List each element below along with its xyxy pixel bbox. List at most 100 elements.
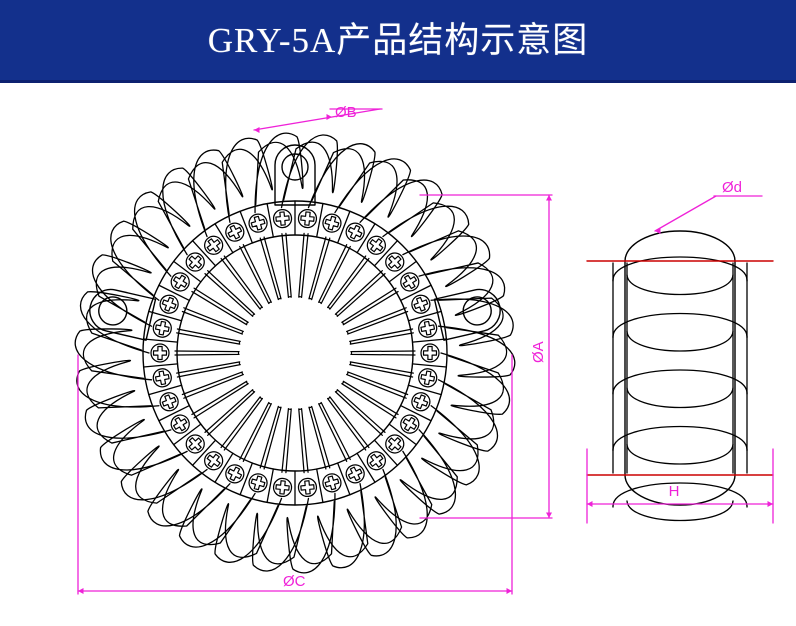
clamp-screw — [411, 294, 431, 314]
dimension-arrow-h-left — [587, 501, 593, 507]
wire-loop — [221, 137, 274, 223]
clamp-segment-divider — [373, 439, 399, 466]
wire-loop — [157, 167, 216, 256]
wire-loop — [286, 492, 336, 574]
inner-prongs — [174, 232, 416, 474]
lug-top — [274, 144, 316, 206]
screw-head-circle — [204, 451, 224, 471]
leader-line-b — [253, 108, 381, 131]
inner-prong — [176, 361, 241, 378]
screw-cross-slot — [161, 394, 177, 410]
dimension-arrow-a-top — [546, 195, 552, 201]
coil-ring-front — [612, 425, 748, 452]
dimension-label-diameter-b: ØB — [335, 104, 357, 121]
screw-cross-slot — [275, 211, 290, 226]
wire-loop — [418, 262, 506, 317]
wire-loop — [440, 352, 511, 415]
inner-prong — [204, 389, 256, 436]
lug-top-hole — [281, 153, 309, 181]
inner-prong — [308, 236, 331, 301]
screw-head-circle — [225, 222, 245, 242]
screw-head-circle — [170, 272, 190, 292]
screw-head-circle — [152, 318, 172, 338]
clamp-segment-divider — [336, 210, 351, 244]
inner-prong — [298, 407, 309, 474]
screw-cross-slot — [227, 466, 243, 482]
wire-loop — [421, 405, 480, 486]
lug-left-body — [89, 288, 157, 341]
clamp-screw — [366, 235, 386, 255]
clamp-segment-divider — [266, 468, 274, 504]
clamp-ring-outer-edge — [142, 200, 448, 506]
screw-cross-slot — [422, 345, 438, 361]
front-view — [74, 132, 516, 574]
inner-prong — [318, 401, 351, 462]
inner-prong — [346, 307, 409, 335]
lug-right-body — [433, 288, 501, 341]
screw-head-circle — [150, 343, 170, 363]
clamp-screw — [159, 294, 179, 314]
wire-loop — [99, 418, 188, 476]
screw-cross-slot — [173, 416, 188, 432]
screw-head-circle — [420, 343, 440, 363]
screw-head-circle — [204, 235, 224, 255]
clamp-segment-divider — [407, 310, 442, 322]
screw-head-circle — [248, 213, 268, 233]
mounting-lugs — [89, 144, 501, 341]
dimension-diameter-b — [253, 108, 383, 133]
wire-loop — [178, 488, 256, 548]
clamp-screw — [345, 222, 365, 242]
clamp-segment-divider — [148, 384, 183, 396]
screw-head-circle — [159, 392, 179, 412]
clamp-screw — [297, 208, 318, 229]
inner-prong — [220, 396, 264, 451]
screw-cross-slot — [206, 238, 221, 253]
clamp-segment-divider — [158, 404, 191, 422]
wire-loop — [316, 483, 369, 569]
lug-left — [89, 288, 157, 341]
leader-line-d — [654, 195, 717, 232]
clamp-screw — [204, 235, 224, 255]
screw-head-circle — [297, 477, 318, 498]
wire-loop — [214, 497, 283, 563]
clamp-segment-divider — [411, 363, 448, 368]
inner-prong — [308, 405, 331, 470]
screw-cross-slot — [173, 274, 188, 290]
screw-cross-slot — [154, 320, 170, 336]
clamp-screw — [185, 434, 205, 454]
side-view — [586, 230, 774, 522]
dimension-label-diameter-a: ØA — [530, 341, 547, 363]
outer-wire-loops — [74, 132, 516, 574]
wire-loop — [430, 297, 514, 347]
screw-head-circle — [272, 477, 293, 498]
screw-cross-slot — [188, 437, 203, 451]
dimension-diameter-h — [586, 448, 774, 524]
screw-head-circle — [248, 473, 268, 493]
screw-cross-slot — [324, 475, 340, 491]
inner-prong — [181, 371, 244, 399]
lug-right-hole — [462, 296, 492, 326]
wire-loop — [187, 149, 244, 238]
clamp-screw — [322, 473, 342, 493]
dimension-label-height-h: H — [669, 483, 680, 500]
inner-prong — [239, 401, 272, 462]
inner-prong — [281, 232, 292, 299]
clamp-screw — [152, 318, 172, 338]
clamp-screw — [366, 451, 386, 471]
screw-head-circle — [366, 451, 386, 471]
screw-cross-slot — [347, 466, 363, 482]
wire-loop — [254, 132, 304, 214]
screw-cross-slot — [300, 480, 315, 495]
wire-loop — [120, 445, 208, 504]
screw-head-circle — [152, 368, 172, 388]
screw-head-circle — [345, 222, 365, 242]
clamp-screw — [385, 434, 405, 454]
clamp-screw — [322, 213, 342, 233]
screw-head-circle — [418, 318, 438, 338]
title-bar: GRY-5A产品结构示意图 — [0, 0, 796, 80]
wire-loop — [76, 359, 160, 409]
coil-ring-back — [626, 274, 734, 296]
screw-head-circle — [225, 464, 245, 484]
inner-prong — [341, 287, 399, 326]
